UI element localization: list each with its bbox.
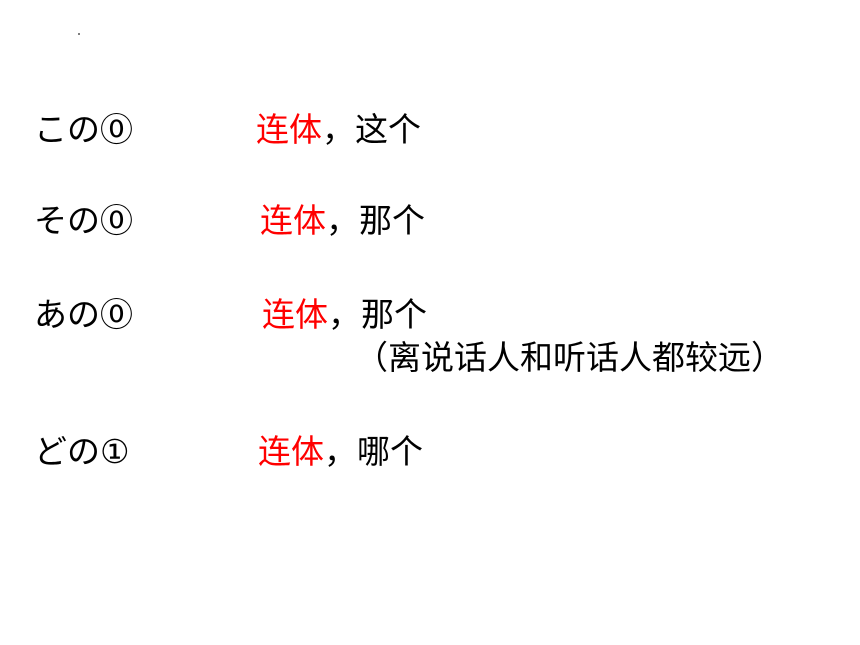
entry-definition: 连体，那个: [260, 201, 425, 241]
entry-separator: ，: [328, 295, 361, 334]
entry-definition: 连体，那个: [262, 295, 427, 335]
entry-meaning: 哪个: [357, 432, 423, 471]
entry-word: その⓪: [34, 201, 133, 240]
entry-word: どの①: [34, 432, 130, 471]
entry-meaning: 那个: [359, 201, 425, 240]
stray-dot: [78, 33, 80, 35]
entry-separator: ，: [326, 201, 359, 240]
entry-separator: ，: [324, 432, 357, 471]
entry-meaning: 那个: [361, 295, 427, 334]
entry-pos: 连体: [256, 110, 322, 149]
entry-definition: 连体，这个: [256, 110, 421, 150]
entry-word: この⓪: [34, 110, 133, 149]
entry-separator: ，: [322, 110, 355, 149]
entry-pos: 连体: [260, 201, 326, 240]
entry-note: （离说话人和听话人都较远）: [355, 338, 784, 377]
entry-pos: 连体: [258, 432, 324, 471]
entry-definition: 连体，哪个: [258, 432, 423, 472]
entry-meaning: 这个: [355, 110, 421, 149]
entry-pos: 连体: [262, 295, 328, 334]
entry-word: あの⓪: [34, 295, 133, 334]
